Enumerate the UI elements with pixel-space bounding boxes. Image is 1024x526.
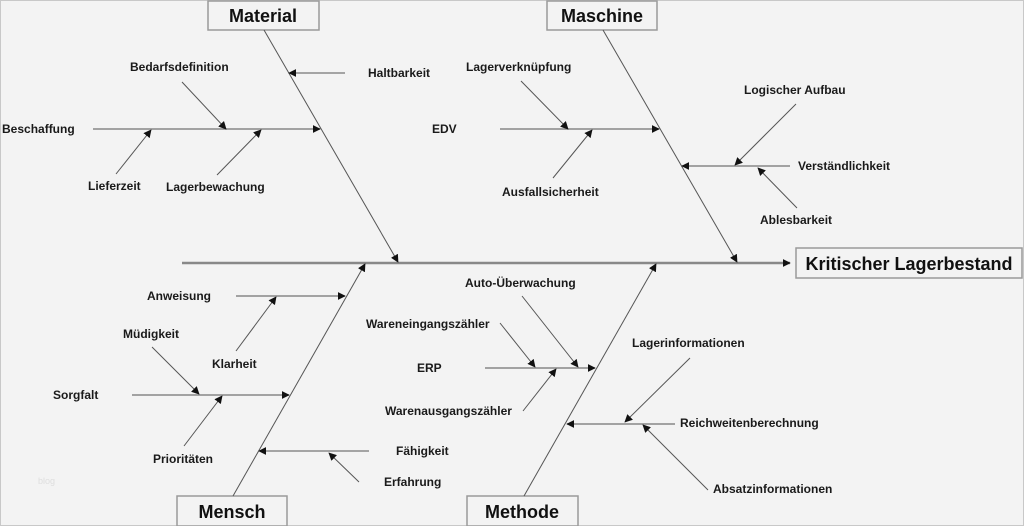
cause-ausfallsicherheit: Ausfallsicherheit [502, 185, 599, 199]
warenausgangszaehler-arrow [522, 368, 557, 412]
cause-faehigkeit: Fähigkeit [396, 444, 449, 458]
cause-anweisung: Anweisung [147, 289, 211, 303]
cause-erp: ERP [417, 361, 442, 375]
cause-warenausgangszaehler: Warenausgangszähler [385, 404, 512, 418]
lieferzeit-arrow [115, 129, 152, 175]
cause-lagerbewachung: Lagerbewachung [166, 180, 265, 194]
ablesbarkeit-arrow [757, 167, 798, 209]
ausfallsicherheit-arrow [552, 129, 593, 179]
maschine-bone [602, 29, 738, 263]
material-bone [263, 29, 399, 263]
category-material: Material Beschaffung Bedarfsdefinition L… [2, 0, 430, 263]
cause-klarheit: Klarheit [212, 357, 257, 371]
maschine-label: Maschine [561, 6, 643, 26]
lagerverknuepfung-arrow [520, 80, 569, 130]
cause-ablesbarkeit: Ablesbarkeit [760, 213, 832, 227]
methode-box [466, 495, 579, 526]
cause-prioritaeten: Prioritäten [153, 452, 213, 466]
lagerinformationen-arrow [624, 357, 691, 423]
cause-absatzinformationen: Absatzinformationen [713, 482, 832, 496]
klarheit-arrow [235, 296, 277, 352]
absatzinformationen-arrow [642, 424, 709, 491]
cause-haltbarkeit: Haltbarkeit [368, 66, 430, 80]
cause-edv: EDV [432, 122, 457, 136]
muedigkeit-arrow [151, 346, 200, 395]
cause-lagerverknuepfung: Lagerverknüpfung [466, 60, 571, 74]
bedarfsdefinition-arrow [181, 81, 227, 130]
cause-erfahrung: Erfahrung [384, 475, 441, 489]
category-methode: Methode ERP Wareneingangszähler Warenaus… [366, 263, 832, 526]
cause-lagerinformationen: Lagerinformationen [632, 336, 745, 350]
erfahrung-arrow [328, 452, 360, 483]
cause-lieferzeit: Lieferzeit [88, 179, 141, 193]
material-label: Material [229, 6, 297, 26]
category-maschine: Maschine EDV Lagerverknüpfung Ausfallsic… [432, 0, 890, 263]
effect-box: Kritischer Lagerbestand [795, 247, 1023, 279]
methode-bone [523, 263, 657, 497]
cause-beschaffung: Beschaffung [2, 122, 75, 136]
cause-wareneingangszaehler: Wareneingangszähler [366, 317, 490, 331]
cause-reichweitenberechnung: Reichweitenberechnung [680, 416, 819, 430]
maschine-box [546, 0, 658, 31]
cause-auto-ueberwachung: Auto-Überwachung [465, 275, 576, 290]
mensch-bone [232, 263, 366, 497]
effect-label: Kritischer Lagerbestand [805, 254, 1012, 274]
cause-verstaendlichkeit: Verständlichkeit [798, 159, 890, 173]
mensch-box [176, 495, 288, 526]
category-mensch: Mensch Anweisung Klarheit Sorgfalt Müdig… [53, 263, 449, 526]
cause-logischer-aufbau: Logischer Aufbau [744, 83, 846, 97]
watermark: blog [38, 476, 55, 486]
lagerbewachung-arrow [216, 129, 262, 176]
prioritaeten-arrow [183, 395, 223, 447]
material-box [207, 0, 320, 31]
logischer-aufbau-arrow [734, 103, 797, 166]
cause-bedarfsdefinition: Bedarfsdefinition [130, 60, 229, 74]
cause-sorgfalt: Sorgfalt [53, 388, 98, 402]
methode-label: Methode [485, 502, 559, 522]
cause-muedigkeit: Müdigkeit [123, 327, 179, 341]
wareneingangszaehler-arrow [499, 322, 536, 368]
auto-ueberwachung-arrow [521, 295, 579, 368]
mensch-label: Mensch [198, 502, 265, 522]
